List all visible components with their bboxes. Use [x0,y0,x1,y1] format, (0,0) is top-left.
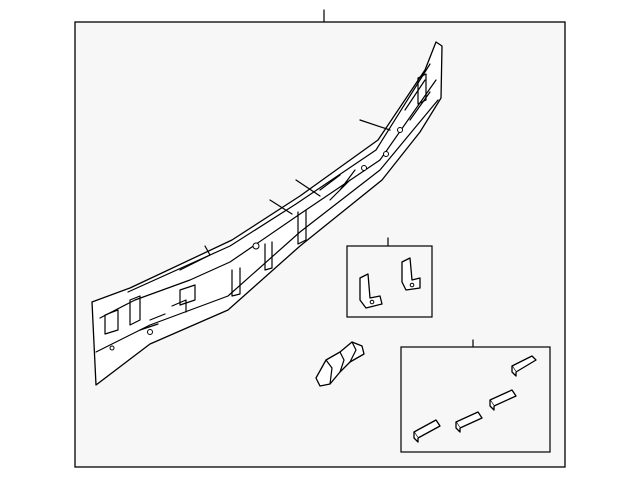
reinforcement-bracket-icon[interactable] [315,341,365,387]
bracket-pair-icon[interactable] [359,257,421,309]
rear-panel-assembly-icon[interactable] [91,41,443,386]
clip-set-icon[interactable] [413,355,537,443]
